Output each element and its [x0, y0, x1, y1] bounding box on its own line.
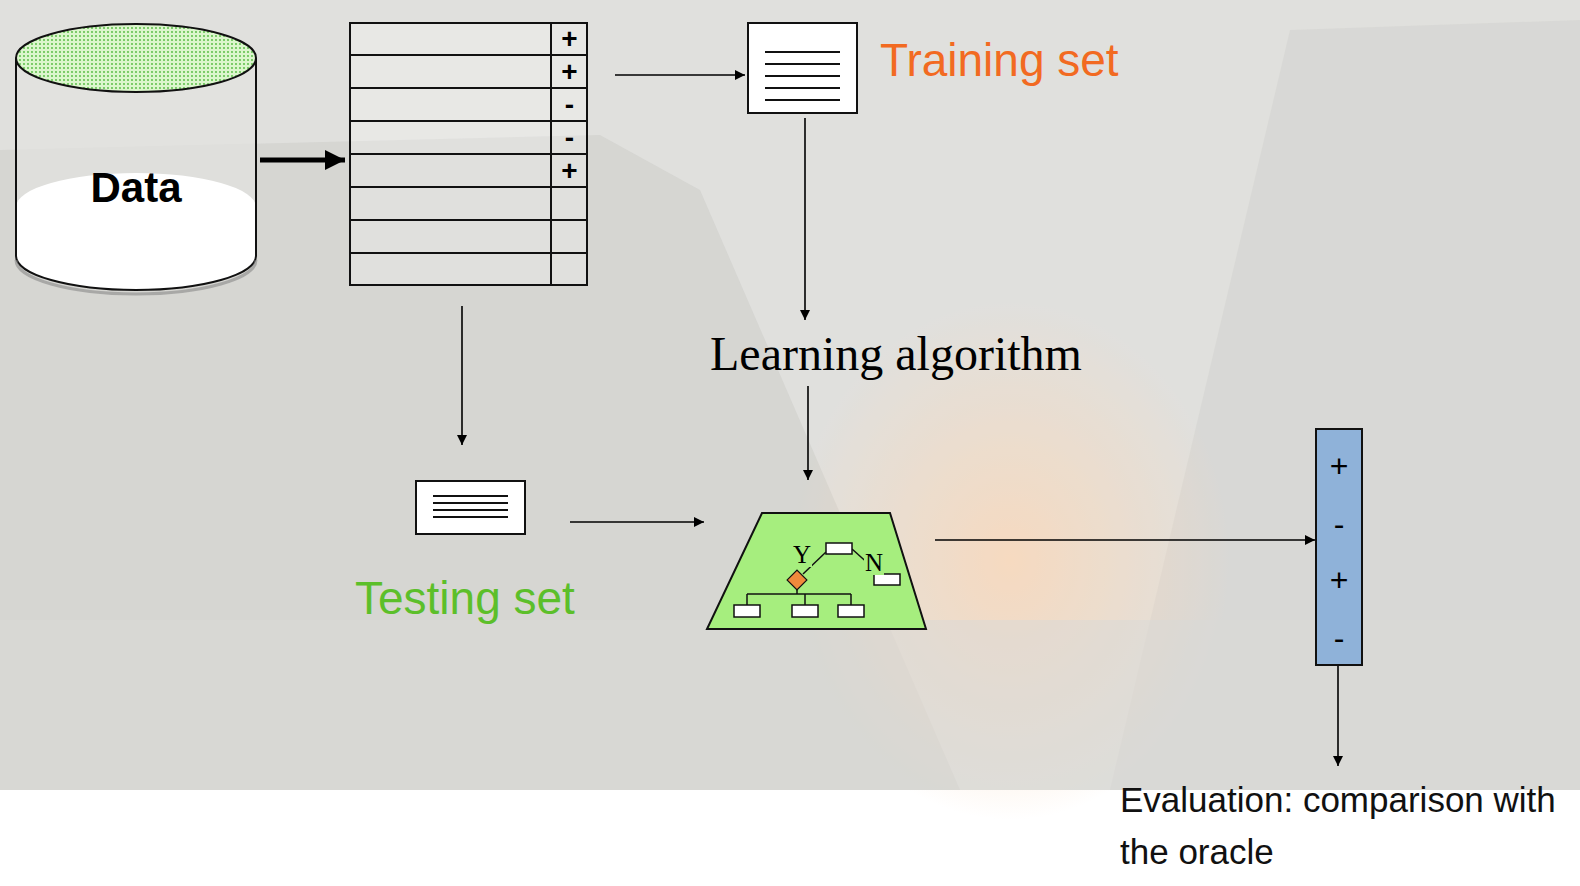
data-table: ++--+: [349, 22, 588, 286]
prediction-column-text: +: [1315, 448, 1363, 484]
learning-algorithm-label-text: Learning algorithm: [710, 330, 1082, 378]
training-set-document: Training set: [747, 22, 858, 114]
data-table-text: +: [551, 22, 588, 55]
model-trapezoid-outline: [706, 512, 927, 630]
flow-arrow: [260, 158, 345, 163]
testing-set-document: Testing set: [415, 480, 526, 535]
evaluation-note: Evaluation: comparison with the oracle: [1120, 774, 1560, 878]
model-trapezoid: YN: [706, 512, 927, 630]
data-table-text: +: [551, 55, 588, 88]
testing-set-document-text: Testing set: [355, 575, 575, 621]
photo-fade: [0, 0, 1580, 790]
flow-arrow: [570, 521, 704, 523]
prediction-column-text: +: [1315, 562, 1363, 598]
database-cylinder-text: Data: [14, 167, 258, 209]
photo-ground: [0, 0, 1580, 790]
data-table-text: +: [551, 154, 588, 187]
prediction-column-text: -: [1315, 620, 1363, 656]
training-set-document-outline: [747, 22, 858, 114]
flow-arrow: [615, 74, 745, 76]
database-cylinder-outline: [14, 22, 258, 292]
evaluation-note-text: Evaluation: comparison with the oracle: [1120, 774, 1560, 878]
flow-arrow: [1337, 666, 1339, 766]
data-table-text: -: [551, 121, 588, 154]
flow-arrow: [804, 118, 806, 320]
model-trapezoid-text: N: [864, 550, 884, 575]
flow-arrow: [935, 539, 1315, 541]
model-trapezoid-text: Y: [792, 542, 812, 567]
data-table-outline: [349, 22, 588, 286]
flow-arrow: [807, 386, 809, 480]
prediction-column: + - + -: [1315, 428, 1363, 666]
flow-arrow: [461, 306, 463, 445]
data-table-text: -: [551, 88, 588, 121]
database-cylinder: Data: [14, 22, 258, 292]
training-set-document-text: Training set: [880, 37, 1119, 83]
learning-algorithm-label: Learning algorithm: [710, 330, 1082, 378]
testing-set-document-outline: [415, 480, 526, 535]
prediction-column-text: -: [1315, 506, 1363, 542]
